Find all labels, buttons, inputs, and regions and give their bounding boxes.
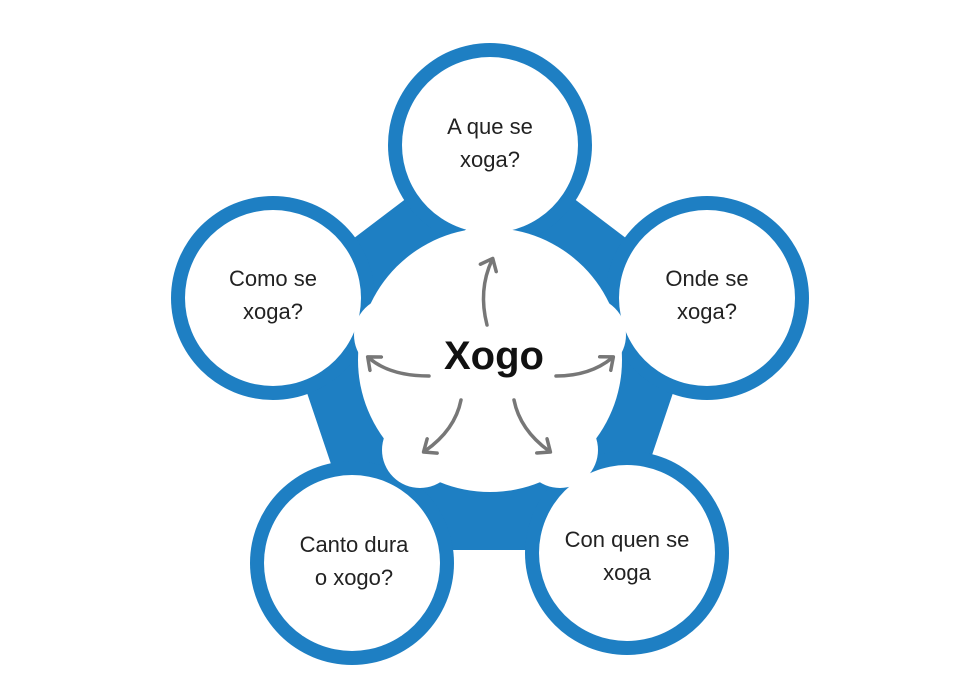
arrow-to-left	[365, 355, 431, 378]
center-blob	[354, 224, 626, 492]
center-label: Xogo	[444, 334, 544, 378]
arrow-to-bottom-left	[421, 398, 463, 455]
node-label-bottom-right-line-1: Con quen se	[565, 527, 690, 552]
node-label-bottom-left-line-2: o xogo?	[315, 565, 393, 590]
node-label-bottom-left-line-1: Canto dura	[300, 532, 410, 557]
node-circle-bottom-left	[264, 475, 440, 651]
node-label-left-line-2: xoga?	[243, 299, 303, 324]
node-label-right-line-1: Onde se	[665, 266, 748, 291]
node-circle-right	[619, 210, 795, 386]
arrow-to-bottom-right	[512, 398, 553, 455]
center-blob-lobe-bottom-left	[382, 412, 458, 488]
node-label-top-line-2: xoga?	[460, 147, 520, 172]
node-circles	[185, 57, 795, 651]
node-label-left-line-1: Como se	[229, 266, 317, 291]
arrow-to-top	[478, 256, 498, 327]
node-circle-top	[402, 57, 578, 233]
arrows	[365, 256, 616, 455]
node-labels: A que se xoga? Onde se xoga? Con quen se…	[229, 114, 749, 590]
node-label-top-line-1: A que se	[447, 114, 533, 139]
center-blob-lobe-right	[550, 297, 626, 373]
node-circle-left	[185, 210, 361, 386]
node-circle-bottom-right	[539, 465, 715, 641]
center-blob-lobe-top	[448, 224, 524, 300]
node-label-bottom-right-line-2: xoga	[603, 560, 651, 585]
arrow-to-right	[554, 355, 616, 378]
center-blob-lobe-bottom-right	[522, 412, 598, 488]
node-label-right-line-2: xoga?	[677, 299, 737, 324]
center-blob-lobe-left	[354, 297, 430, 373]
